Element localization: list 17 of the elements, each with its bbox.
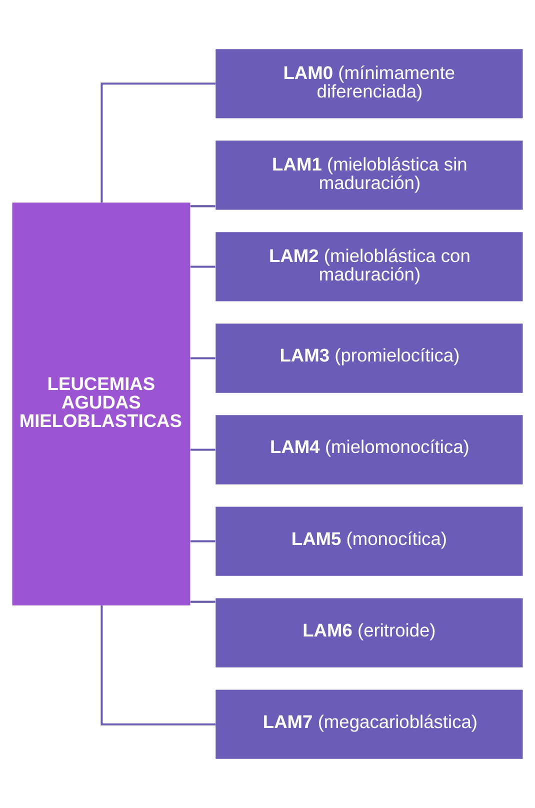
connector [190,448,216,451]
connector [100,606,216,726]
node-box: LAM1 (mieloblástica sin maduración) [216,140,523,210]
connector [190,540,216,542]
node-box: LAM0 (mínimamente diferenciada) [216,49,523,118]
node-box: LAM5 (monocítica) [216,506,523,576]
connector [190,266,216,268]
node-box: LAM3 (promielocítica) [216,324,523,393]
node-box: LAM6 (eritroide) [216,598,523,668]
connector [190,600,216,603]
connector [190,357,216,360]
connector [190,205,216,208]
node-box: LEUCEMIAS AGUDAS MIELOBLASTICAS [12,202,190,606]
node-box: LAM4 (mielomonocítica) [216,415,523,484]
connector [100,82,216,202]
node-box: LAM7 (megacarioblástica) [216,690,523,759]
node-box: LAM2 (mieloblástica con maduración) [216,232,523,302]
